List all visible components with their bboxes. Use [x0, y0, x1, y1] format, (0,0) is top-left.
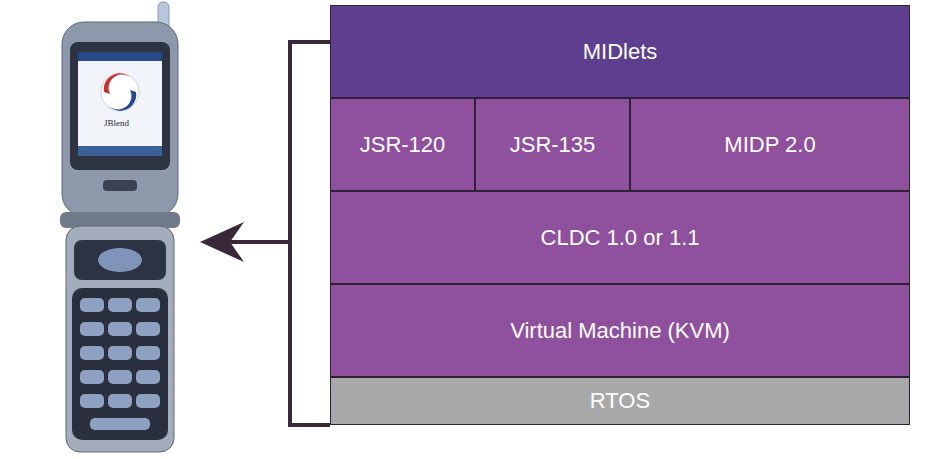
stack-layer: JSR-135	[475, 98, 630, 191]
stack-layer: RTOS	[330, 377, 910, 425]
layer-label: Virtual Machine (KVM)	[510, 318, 730, 344]
arrow-head	[200, 222, 244, 262]
logo-text: JBlend	[104, 118, 129, 128]
stack-layer: Virtual Machine (KVM)	[330, 284, 910, 377]
nav-key	[98, 248, 142, 272]
arrow-line	[222, 240, 290, 244]
layer-label: MIDP 2.0	[724, 132, 815, 158]
stack-layer: CLDC 1.0 or 1.1	[330, 191, 910, 284]
stack-layer: JSR-120	[330, 98, 475, 191]
lid-button	[103, 180, 137, 191]
logo-swirl	[106, 90, 136, 111]
layer-label: MIDlets	[583, 39, 658, 65]
stack-layer: MIDlets	[330, 5, 910, 98]
layer-label: JSR-120	[360, 132, 446, 158]
stack-layer: MIDP 2.0	[630, 98, 910, 191]
layer-label: RTOS	[590, 388, 650, 414]
screen-bezel	[70, 42, 170, 170]
logo-swirl	[104, 73, 134, 94]
phone-lid	[62, 22, 178, 216]
status-bar	[78, 52, 162, 61]
layer-label: JSR-135	[510, 132, 596, 158]
keypad	[72, 288, 168, 440]
keys	[80, 298, 160, 430]
nav-area	[74, 240, 166, 280]
logo-circle	[101, 73, 139, 111]
screen	[78, 52, 162, 156]
soft-key-bar	[78, 146, 162, 156]
layer-label: CLDC 1.0 or 1.1	[541, 225, 700, 251]
bracket	[290, 42, 330, 425]
phone-base	[66, 226, 174, 452]
